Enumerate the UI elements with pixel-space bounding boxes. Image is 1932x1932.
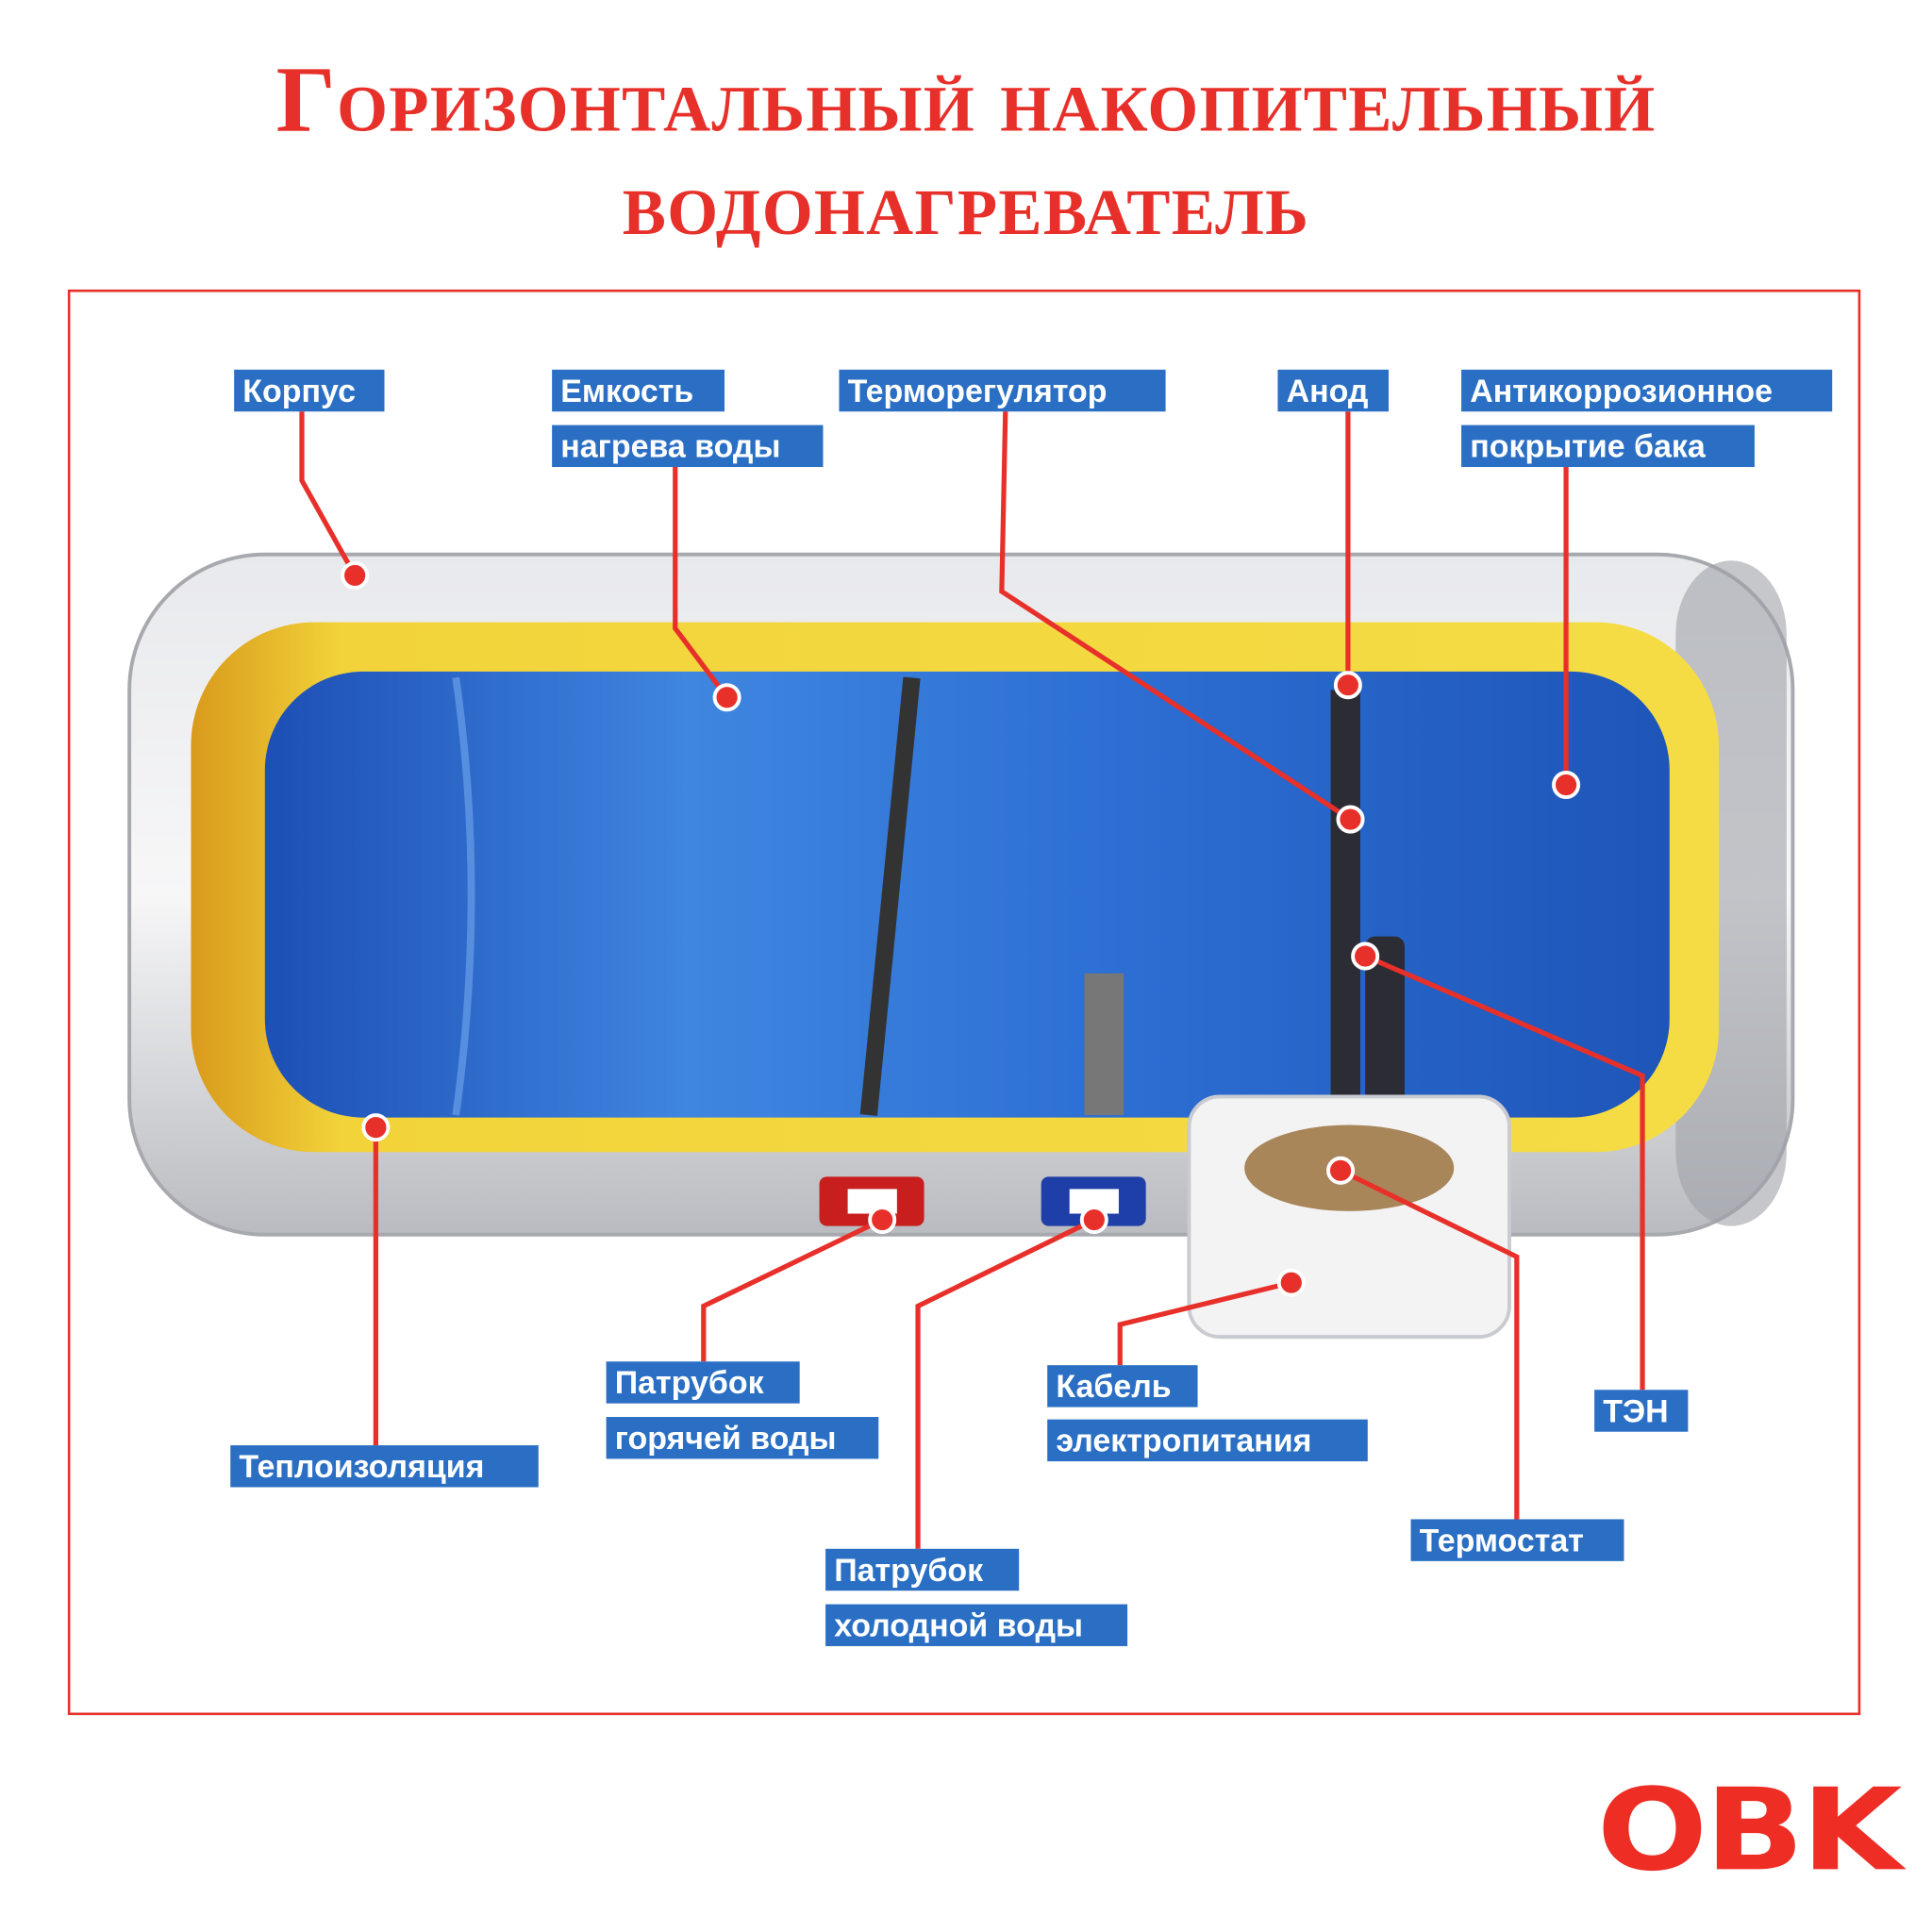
- label-termostat: Термостат: [1410, 1519, 1624, 1561]
- anode-rod: [1330, 690, 1360, 1109]
- label-cable-line1: Кабель: [1047, 1365, 1198, 1407]
- title-line-1: Горизонтальный накопительный: [275, 47, 1657, 152]
- label-emkost-line1: Емкость: [552, 369, 724, 412]
- leader-lines: [299, 411, 1645, 1549]
- label-termoregulator: Терморегулятор: [839, 369, 1166, 412]
- water-tank: [264, 671, 1670, 1118]
- label-hot-pipe-line1: Патрубок: [606, 1361, 800, 1404]
- obk-logo: OBK: [1596, 1764, 1903, 1897]
- label-cable-line2: электропитания: [1047, 1419, 1368, 1462]
- inlet-pipe: [1084, 973, 1124, 1116]
- label-cold-pipe-line1: Патрубок: [825, 1548, 1020, 1591]
- title-line-2: водонагреватель: [622, 151, 1310, 256]
- label-anticorrosion-line1: Антикоррозионное: [1461, 369, 1833, 412]
- label-hot-pipe-line2: горячей воды: [606, 1417, 879, 1459]
- heating-element: [1365, 936, 1405, 1109]
- label-anod: Анод: [1277, 369, 1389, 412]
- label-teploizolyaciya: Теплоизоляция: [230, 1445, 539, 1488]
- leader-dots: [341, 560, 1581, 1297]
- diagram-frame: [67, 289, 1861, 1716]
- tank-body: [127, 552, 1795, 1340]
- label-cold-pipe-line2: холодной воды: [825, 1604, 1128, 1646]
- label-korpus: Корпус: [234, 369, 385, 412]
- label-emkost-line2: нагрева воды: [552, 425, 824, 468]
- heater-tube: [859, 676, 921, 1116]
- label-anticorrosion-line2: покрытие бака: [1461, 425, 1755, 468]
- label-ten: ТЭН: [1594, 1390, 1689, 1432]
